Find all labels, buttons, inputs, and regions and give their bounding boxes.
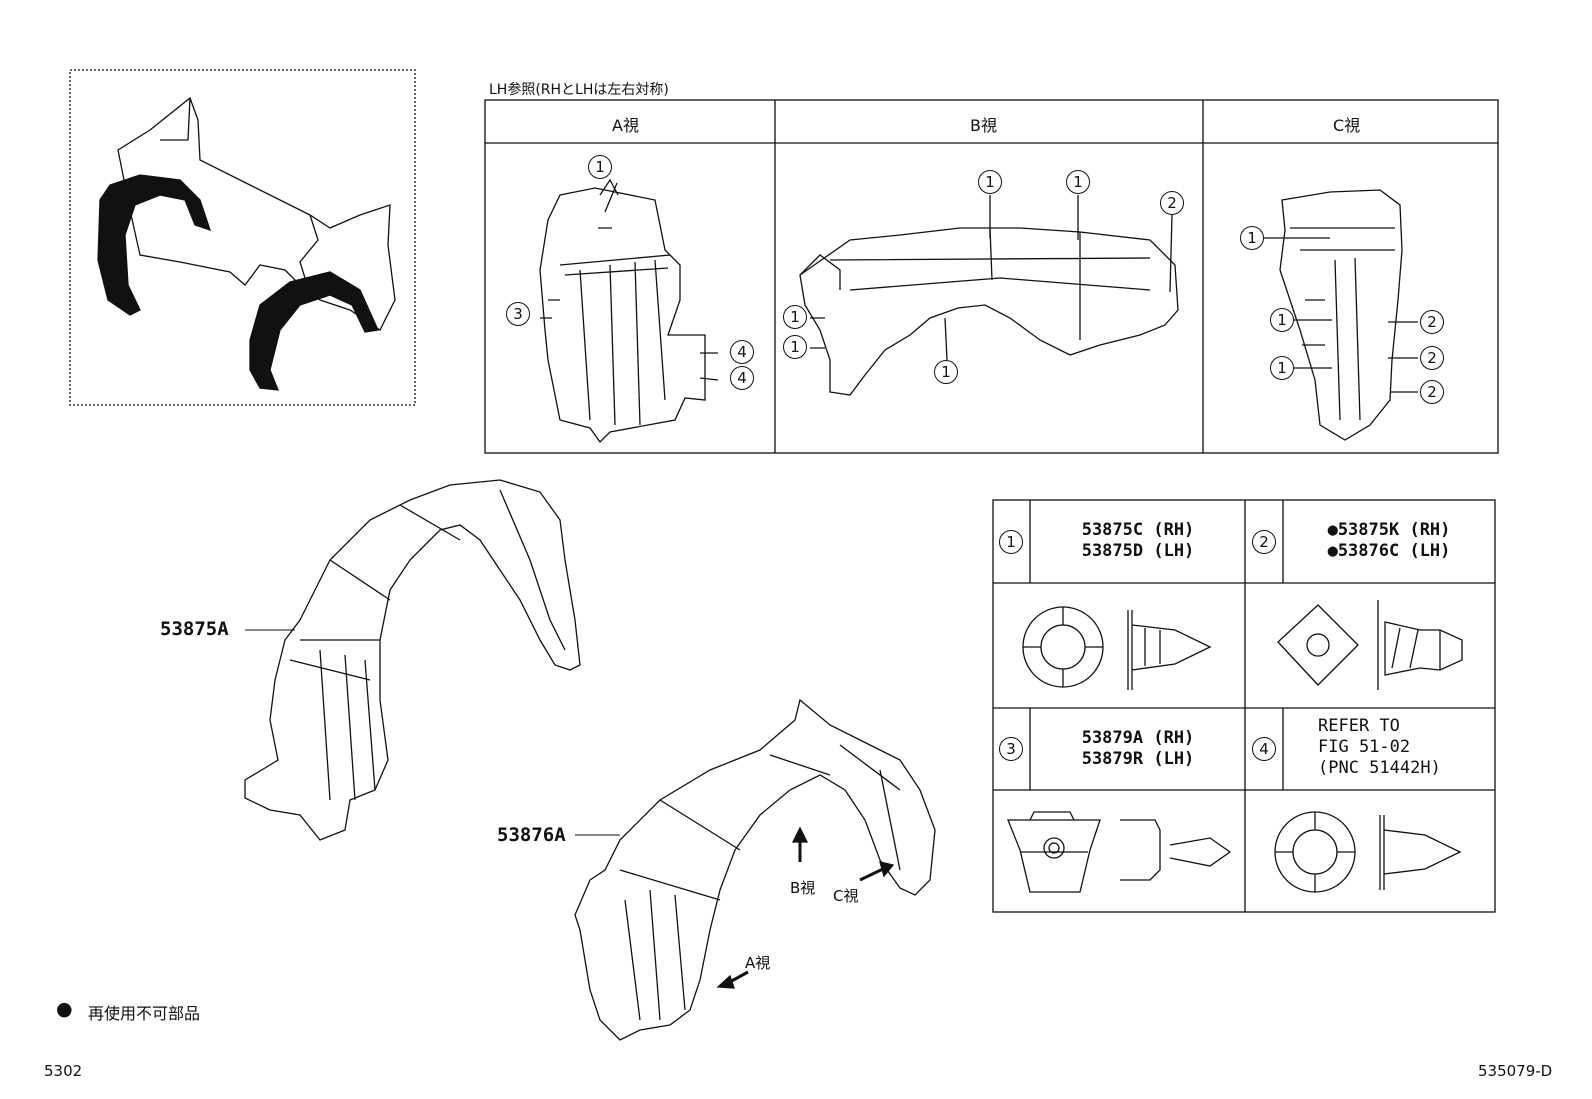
marker-2: 2 — [1420, 380, 1444, 404]
part-number-53875a: 53875A — [160, 618, 229, 640]
marker-2: 2 — [1420, 310, 1444, 334]
table-cell-part-2a: ●53875K (RH) — [1327, 520, 1451, 540]
marker-2: 2 — [1160, 191, 1184, 215]
view-a-title: A視 — [612, 116, 639, 135]
marker-1: 1 — [783, 305, 807, 329]
table-cell-refer: REFER TO FIG 51-02 (PNC 51442H) — [1318, 716, 1441, 778]
legend-bullet: ● — [56, 998, 73, 1020]
table-cell-part-2b: ●53876C (LH) — [1327, 541, 1451, 561]
marker-1: 1 — [588, 155, 612, 179]
marker-1: 1 — [1066, 170, 1090, 194]
marker-1: 1 — [978, 170, 1002, 194]
arrow-label-b: B視 — [790, 879, 816, 897]
marker-2: 2 — [1420, 346, 1444, 370]
arrow-label-a: A視 — [745, 954, 771, 972]
parts-table — [992, 499, 1496, 913]
view-note: LH参照(RHとLHは左右対称) — [489, 82, 669, 98]
marker-4: 4 — [730, 340, 754, 364]
marker-4: 4 — [730, 366, 754, 390]
footer-figure-code: 535079-D — [1478, 1062, 1553, 1080]
legend-text: 再使用不可部品 — [88, 1004, 201, 1023]
marker-1: 1 — [1270, 356, 1294, 380]
overview-frame — [69, 69, 416, 406]
arrow-label-c: C視 — [833, 887, 859, 905]
marker-1: 1 — [1270, 308, 1294, 332]
footer-page-number: 5302 — [44, 1062, 83, 1080]
marker-3: 3 — [506, 302, 530, 326]
views-frame — [484, 99, 1499, 454]
table-marker-4: 4 — [1252, 737, 1276, 761]
view-c-title: C視 — [1333, 116, 1361, 135]
table-marker-3: 3 — [999, 737, 1023, 761]
view-b-title: B視 — [970, 116, 997, 135]
marker-1: 1 — [934, 360, 958, 384]
marker-1: 1 — [783, 335, 807, 359]
table-cell-part-3: 53879A (RH) 53879R (LH) — [1081, 728, 1195, 769]
part-53875a-outline — [244, 479, 581, 841]
table-marker-1: 1 — [999, 530, 1023, 554]
part-53876a-outline — [574, 698, 936, 1041]
table-cell-part-1: 53875C (RH) 53875D (LH) — [1081, 520, 1195, 561]
part-number-53876a: 53876A — [497, 824, 566, 846]
marker-1: 1 — [1240, 226, 1264, 250]
table-marker-2: 2 — [1252, 530, 1276, 554]
